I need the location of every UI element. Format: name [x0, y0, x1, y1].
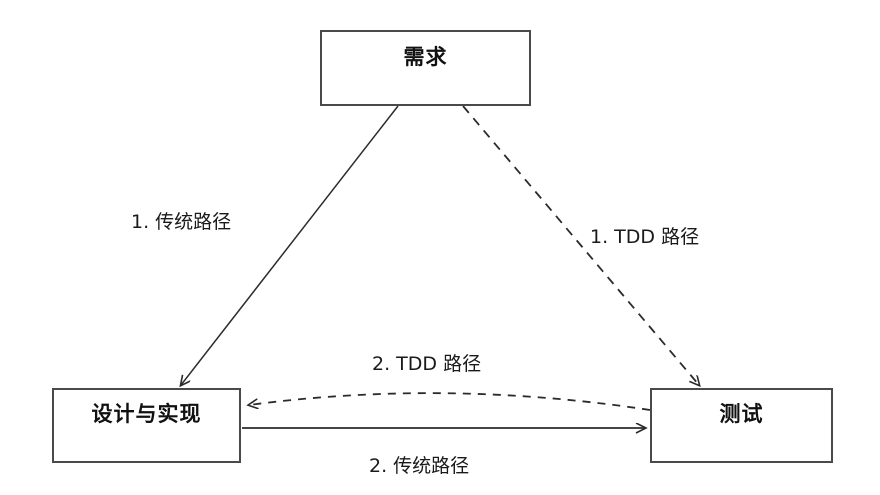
edge-label-tdd-2: 2. TDD 路径: [372, 353, 482, 375]
edge-label-traditional-2: 2. 传统路径: [369, 455, 470, 477]
node-requirements-label: 需求: [403, 45, 448, 69]
edge-traditional-1: [181, 105, 399, 385]
node-design[interactable]: 设计与实现: [52, 388, 241, 463]
edge-label-traditional-1: 1. 传统路径: [131, 211, 232, 233]
edge-tdd-2: [249, 392, 651, 411]
node-design-label: 设计与实现: [91, 402, 202, 426]
edge-tdd-1: [462, 105, 699, 385]
node-requirements[interactable]: 需求: [320, 30, 531, 106]
node-test[interactable]: 测试: [650, 388, 833, 463]
edge-label-tdd-1: 1. TDD 路径: [590, 226, 700, 248]
node-test-label: 测试: [719, 402, 764, 426]
